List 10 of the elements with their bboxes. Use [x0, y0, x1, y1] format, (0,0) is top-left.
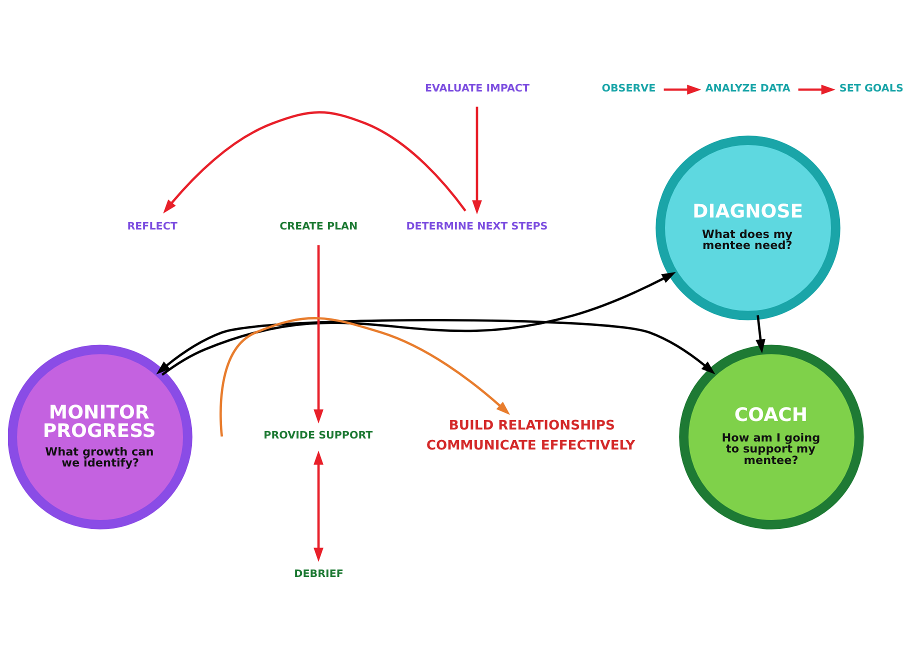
- node-text: DEBRIEF: [294, 568, 344, 580]
- node-text: EVALUATE IMPACT: [424, 82, 530, 94]
- node-text: PROVIDE SUPPORT: [264, 430, 373, 442]
- node-text: SET GOALS: [839, 82, 904, 94]
- node-text: BUILD RELATIONSHIPS COMMUNICATE EFFECTIVELY: [426, 418, 636, 454]
- node-text: ANALYZE DATA: [705, 82, 790, 94]
- node-text: OBSERVE: [602, 82, 656, 94]
- node-text: CREATE PLAN: [280, 220, 358, 233]
- node-text: DETERMINE NEXT STEPS: [406, 220, 548, 233]
- node-text: REFLECT: [127, 220, 178, 233]
